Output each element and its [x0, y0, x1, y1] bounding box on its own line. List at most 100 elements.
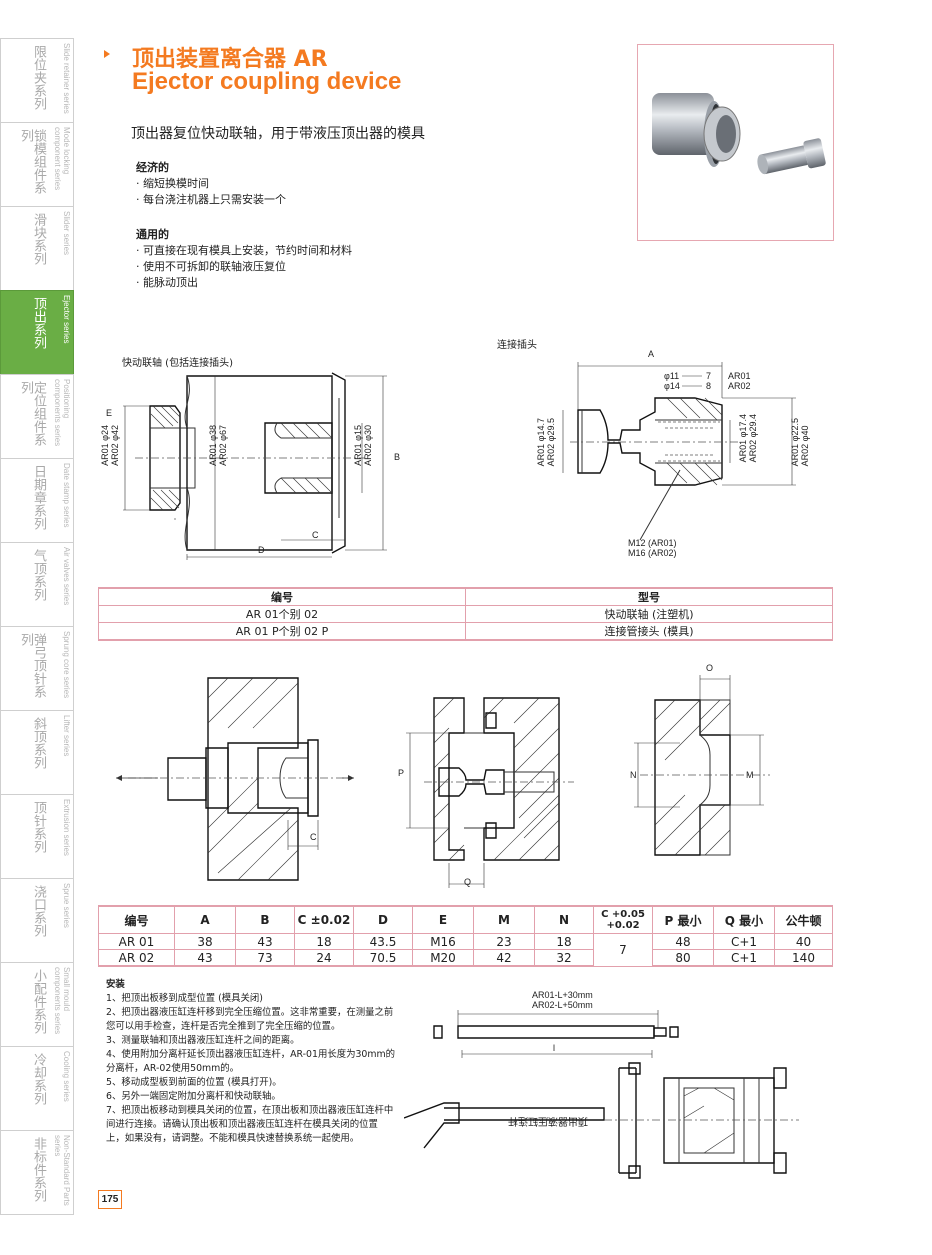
- model-table-header: 型号: [465, 587, 833, 606]
- sidebar-item-label: 顶针系列: [31, 801, 46, 853]
- table-row: AR 02 43 73 24 70.5 M20 42 32 80 C+1 140: [98, 949, 833, 967]
- table-cell: 24: [294, 949, 354, 967]
- dim-col-header: N: [534, 905, 594, 934]
- dim-d2-right: AR01 φ22.5 AR02 φ40: [790, 418, 810, 467]
- sidebar-item-sublabel: Lifter series: [62, 715, 71, 757]
- sidebar-item-label: 小配件系列: [31, 969, 46, 1034]
- dim-phi11: φ11: [664, 371, 680, 381]
- sidebar-item-sublabel: Extrusion series: [62, 799, 71, 856]
- sidebar-item[interactable]: 日期章系列 Date stamp series: [0, 458, 74, 542]
- dim-d-label: D: [258, 545, 265, 555]
- sidebar-item-sublabel: Sprung core series: [62, 631, 71, 699]
- table-cell: 18: [534, 933, 594, 950]
- sidebar-item[interactable]: 锁模组件系列 Mode locking component series: [0, 122, 74, 206]
- dim-b-label: B: [394, 452, 401, 462]
- install-step: 4、使用附加分离杆延长顶出器液压缸连杆，AR-01用长度为30mm的分离杆，AR…: [106, 1049, 396, 1074]
- table-cell: 43.5: [353, 933, 413, 950]
- sidebar-item-label: 气顶系列: [31, 549, 46, 601]
- dim-8: 8: [706, 381, 712, 391]
- dimension-table: 编号 A B C ±0.02 D E M N C +0.05 +0.02 P 最…: [98, 905, 833, 967]
- feature-item: · 缩短换模时间: [136, 177, 209, 190]
- sidebar-item-label: 锁模组件系列: [18, 129, 46, 194]
- dim-ar01: AR01: [728, 371, 751, 381]
- feature-item: · 每台浇注机器上只需安装一个: [136, 193, 286, 206]
- sidebar-item-label: 滑块系列: [31, 213, 46, 265]
- diag-c-label: C: [310, 832, 317, 842]
- dim-col-header: C ±0.02: [294, 905, 354, 934]
- sidebar-item-sublabel: Date stamp series: [62, 463, 71, 528]
- feature-item: · 可直接在现有模具上安装，节约时间和材料: [136, 244, 352, 257]
- dim-phi14: φ14: [664, 381, 680, 391]
- features-universal: 通用的 · 可直接在现有模具上安装，节约时间和材料 · 使用不可拆卸的联轴液压复…: [136, 227, 352, 291]
- features-economic-title: 经济的: [136, 161, 169, 174]
- dim-e-label: E: [106, 408, 113, 418]
- table-cell: 42: [473, 949, 535, 967]
- dim-d2-left: AR01 φ14.7 AR02 φ29.5: [536, 418, 556, 467]
- install-step: 6、另外一端固定附加分离杆和快动联轴。: [106, 1091, 281, 1102]
- diagram-install-left: [116, 677, 354, 881]
- feature-item: · 能脉动顶出: [136, 276, 198, 289]
- sidebar-item[interactable]: 气顶系列 Air valves series: [0, 542, 74, 626]
- diag-m-label: M: [746, 770, 754, 780]
- sidebar-item[interactable]: 顶针系列 Extrusion series: [0, 794, 74, 878]
- thread-ar02: M16 (AR02): [628, 548, 677, 558]
- install-title: 安装: [106, 979, 125, 990]
- plug-shape: [570, 397, 740, 541]
- diag-o-label: O: [706, 663, 714, 673]
- rod-length-ar01: AR01-L+30mm: [532, 990, 593, 1000]
- table-cell: 18: [294, 933, 354, 950]
- sidebar-item-sublabel: Cooling series: [62, 1051, 71, 1102]
- page-subtitle: 顶出器复位快动联轴，用于带液压顶出器的模具: [131, 126, 425, 142]
- dim-col-header: Q 最小: [713, 905, 775, 934]
- model-table-cell: AR 01个别 02: [98, 605, 466, 623]
- install-step: 7、把顶出板移动到模具关闭的位置，在顶出板和顶出器液压缸连杆中间进行连接。请确认…: [106, 1105, 394, 1144]
- table-cell: M16: [412, 933, 474, 950]
- table-cell: 32: [534, 949, 594, 967]
- table-cell: 38: [174, 933, 236, 950]
- table-row: AR 01 38 43 18 43.5 M16 23 18 7 48 C+1 4…: [98, 933, 833, 967]
- table-cell: 7: [593, 933, 653, 967]
- install-step: 3、测量联轴和顶出器液压缸连杆之间的距离。: [106, 1035, 300, 1046]
- sidebar-item-label: 非标件系列: [31, 1137, 46, 1202]
- sidebar-item-label: 限位夹系列: [31, 45, 46, 110]
- table-cell: 43: [174, 949, 236, 967]
- page-number: 175: [98, 1190, 122, 1209]
- sidebar-item-label: 顶出系列: [31, 297, 46, 349]
- table-cell: AR 02: [98, 949, 175, 967]
- diagram-install-middle: [406, 697, 574, 888]
- sidebar-item-sublabel: Slider series: [62, 211, 71, 256]
- sidebar-item-label: 日期章系列: [31, 465, 46, 530]
- diag-n-label: N: [630, 770, 637, 780]
- dim-c-label: C: [312, 530, 319, 540]
- table-cell: C+1: [713, 949, 775, 967]
- sidebar-item-sublabel: Positioning components series: [53, 379, 71, 447]
- dim-ar02: AR02: [728, 381, 751, 391]
- dim-d1-mid: AR01 φ38 AR02 φ67: [208, 425, 228, 466]
- model-table: 编号 型号 AR 01个别 02 快动联轴 (注塑机) AR 01 P个别 02…: [98, 587, 833, 641]
- cylinder-rod-label: 顶出器液压缸连杆: [508, 1115, 588, 1126]
- sidebar-item[interactable]: 滑块系列 Slider series: [0, 206, 74, 290]
- model-table-cell: 连接管接头 (模具): [465, 622, 833, 641]
- dim-col-header: D: [353, 905, 413, 934]
- model-table-header: 编号: [98, 587, 466, 606]
- dim-col-header: E: [412, 905, 474, 934]
- rod-l-label: l: [553, 1043, 555, 1053]
- features-universal-title: 通用的: [136, 228, 169, 241]
- sidebar-item-sublabel: Air valves series: [62, 547, 71, 606]
- drawing1-coupling: [123, 372, 387, 560]
- thread-ar01: M12 (AR01): [628, 538, 677, 548]
- dim-d2-mid: AR01 φ17.4 AR02 φ29.4: [738, 414, 758, 463]
- table-cell: M20: [412, 949, 474, 967]
- page-title-cn: 顶出装置离合器 AR: [132, 47, 328, 72]
- sidebar-item-sublabel: Mode locking component series: [53, 127, 71, 191]
